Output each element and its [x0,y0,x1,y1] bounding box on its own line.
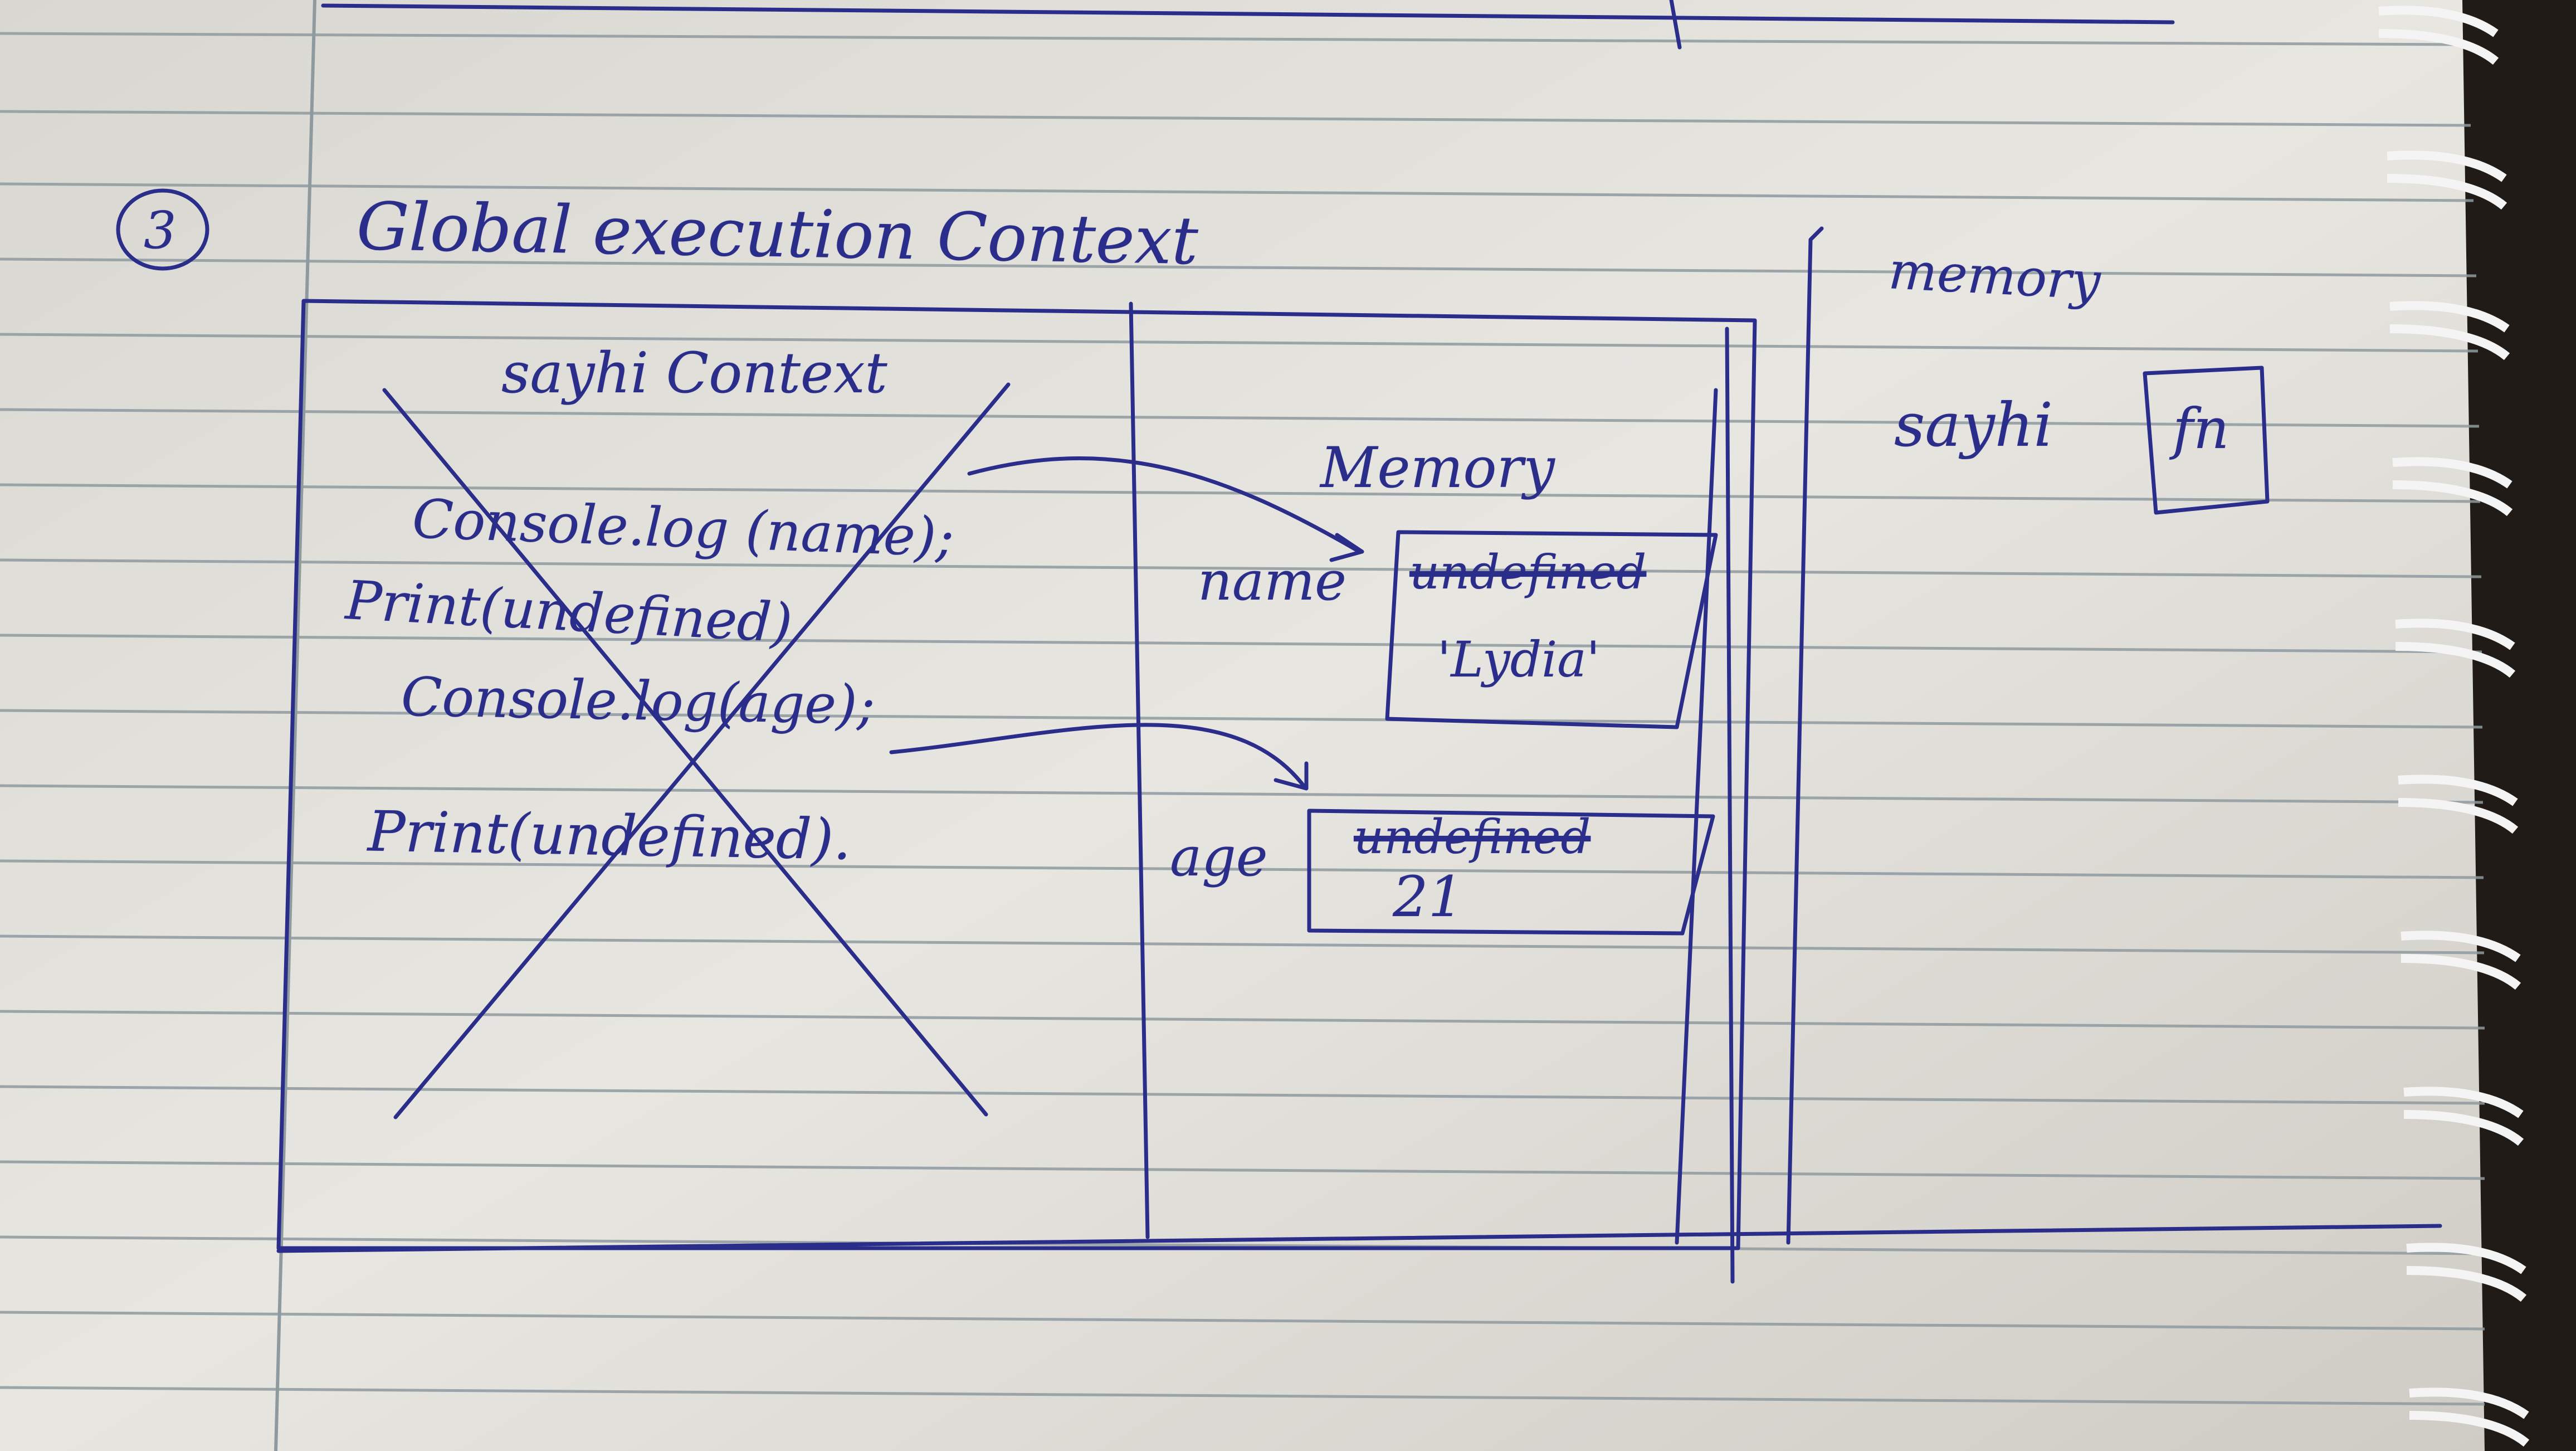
memory-value-name: 'Lydia' [1437,631,1600,688]
name-value-box [1385,530,1718,729]
cross-out-stroke-1 [382,388,988,1117]
fn-box [2143,366,2270,515]
global-memory-key: sayhi [1894,391,2053,460]
section-number: 3 [144,201,177,260]
memory-old-value-age: undefined [1354,810,1591,864]
paper-sheet [0,0,2485,1451]
inner-memory-heading: Memory [1320,435,1555,500]
global-memory-value: fn [2173,396,2229,461]
section-number-circle [116,188,209,271]
memory-old-value-name: undefined [1409,545,1647,600]
memory-value-age: 21 [1393,864,1464,929]
code-line: Console.log(age); [401,665,876,737]
previous-box-edge [321,3,2175,25]
page-title: Global execution Context [355,187,1199,280]
cross-out-stroke-2 [393,382,1011,1119]
previous-box-tick [1669,0,1682,50]
memory-key-age: age [1170,826,1268,888]
margin-line [274,0,316,1451]
memory-key-name: name [1198,550,1346,612]
code-line: Print(undefined). [367,798,852,873]
global-memory-separator [1786,226,1824,1245]
ink-drawing [116,0,2442,1284]
age-arrow [889,723,1306,788]
age-value-box [1307,809,1715,936]
global-context-box [276,299,1757,1250]
global-memory-heading: memory [1887,241,2102,311]
spiral-binding [2378,6,2530,1447]
context-divider [1129,301,1150,1239]
function-context-title: sayhi Context [501,340,887,406]
name-arrow [967,456,1362,554]
